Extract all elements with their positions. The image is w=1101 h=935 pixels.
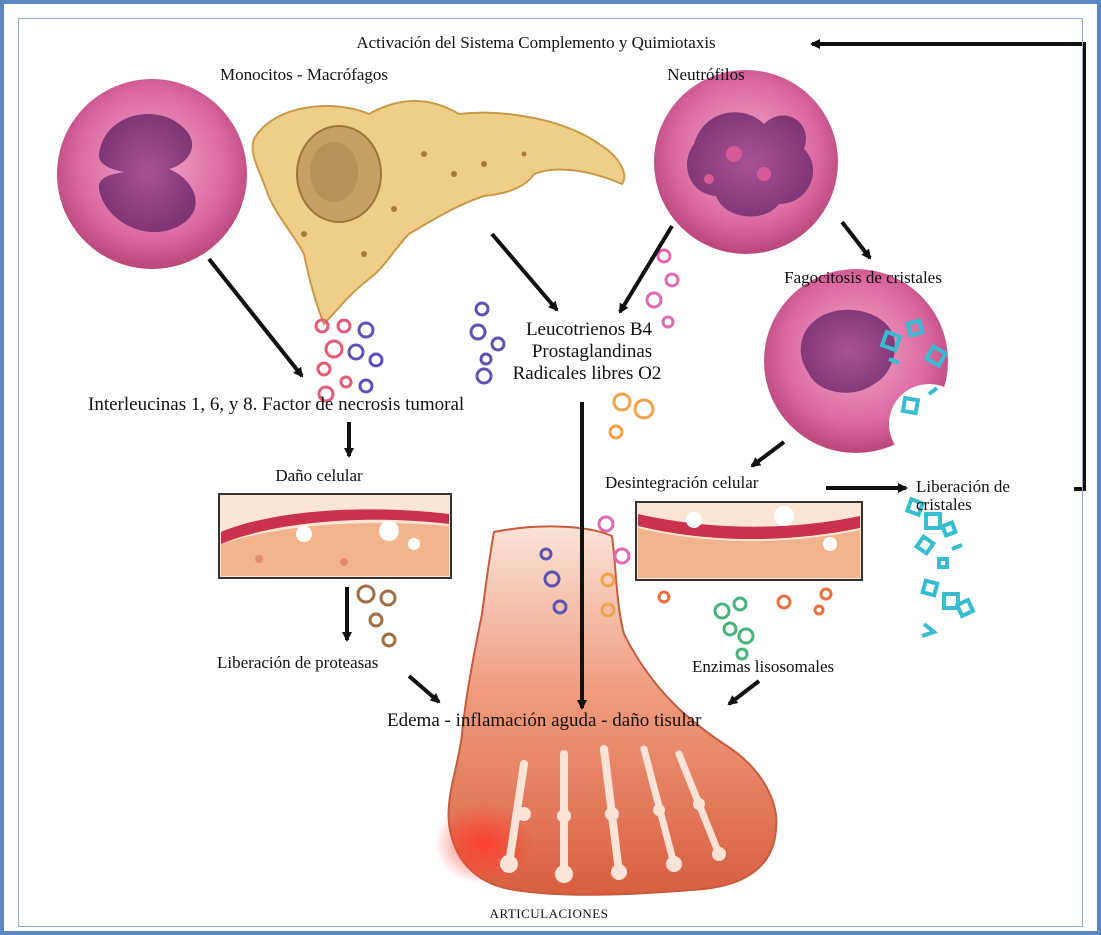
interleukins-label: Interleucinas 1, 6, y 8. Factor de necro… <box>88 395 464 415</box>
granules-lysosomal <box>715 598 753 659</box>
crystals-released <box>907 499 973 636</box>
protease-release-label: Liberación de proteasas <box>217 654 378 672</box>
outcome-label: Edema - inflamación aguda - daño tisular <box>387 711 701 731</box>
monocyte-cell <box>57 79 247 269</box>
cell-damage-label: Daño celular <box>275 467 362 485</box>
tissue-panel-right <box>636 502 862 580</box>
tissue-panel-left <box>219 494 451 578</box>
neutrophils-label: Neutrófilos <box>667 66 744 84</box>
crystal-release-label: Liberación de cristales <box>916 478 1056 514</box>
prostaglandins-label: Prostaglandinas <box>532 342 652 362</box>
phagocytosis-label: Fagocitosis de cristales <box>784 269 942 287</box>
granules-left <box>316 320 382 401</box>
diagram-canvas <box>4 4 1097 931</box>
phagocyte-cell <box>764 269 969 464</box>
lysosomal-enzymes-label: Enzimas lisosomales <box>692 658 834 676</box>
monocytes-label: Monocitos - Macrófagos <box>220 66 388 84</box>
joints-label: ARTICULACIONES <box>490 907 609 921</box>
leukotrienes-label: Leucotrienos B4 <box>526 320 652 340</box>
free-radicals-label: Radicales libres O2 <box>513 364 662 384</box>
macrophage-cell <box>253 101 625 324</box>
granules-proteases <box>358 586 395 646</box>
complement-label: Activación del Sistema Complemento y Qui… <box>356 34 715 52</box>
neutrophil-cell <box>654 70 838 254</box>
cell-disintegration-label: Desintegración celular <box>605 474 758 492</box>
